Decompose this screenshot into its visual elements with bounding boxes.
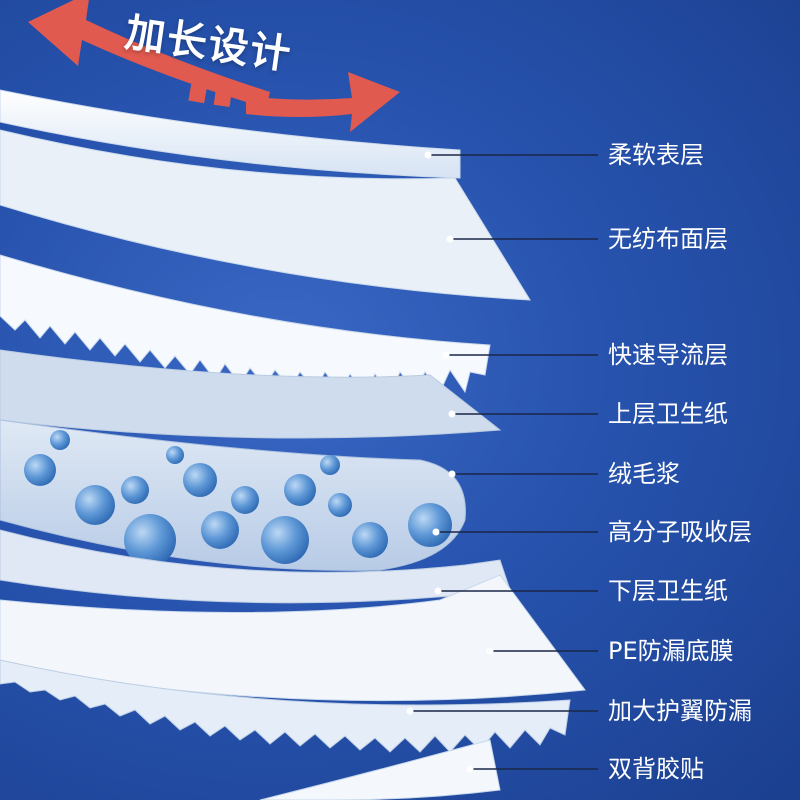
layer-label-nonwoven: 无纺布面层: [608, 225, 728, 253]
absorbent-beads: [24, 430, 452, 566]
layer-label-sap: 高分子吸收层: [608, 518, 752, 546]
layer-label-pe-film: PE防漏底膜: [608, 637, 734, 665]
double-arrow-icon: [28, 0, 400, 132]
layer-label-wings: 加大护翼防漏: [608, 697, 752, 725]
layer-label-adhesive: 双背胶贴: [608, 755, 704, 783]
layer-label-fluff-pulp: 绒毛浆: [608, 460, 680, 488]
upper-tissue-layer: [0, 349, 502, 439]
layer-label-lower-tissue: 下层卫生纸: [608, 577, 728, 605]
leader-dots: [406, 151, 494, 773]
leader-lines: [410, 154, 598, 770]
layer-label-soft-top: 柔软表层: [608, 141, 704, 169]
soft-top-layer: [0, 89, 461, 179]
nonwoven-layer: [0, 129, 531, 301]
layer-label-diversion: 快速导流层: [608, 341, 728, 369]
adhesive-strip-layer: [259, 739, 501, 800]
diversion-layer: [0, 254, 491, 395]
layer-label-upper-tissue: 上层卫生纸: [608, 400, 728, 428]
